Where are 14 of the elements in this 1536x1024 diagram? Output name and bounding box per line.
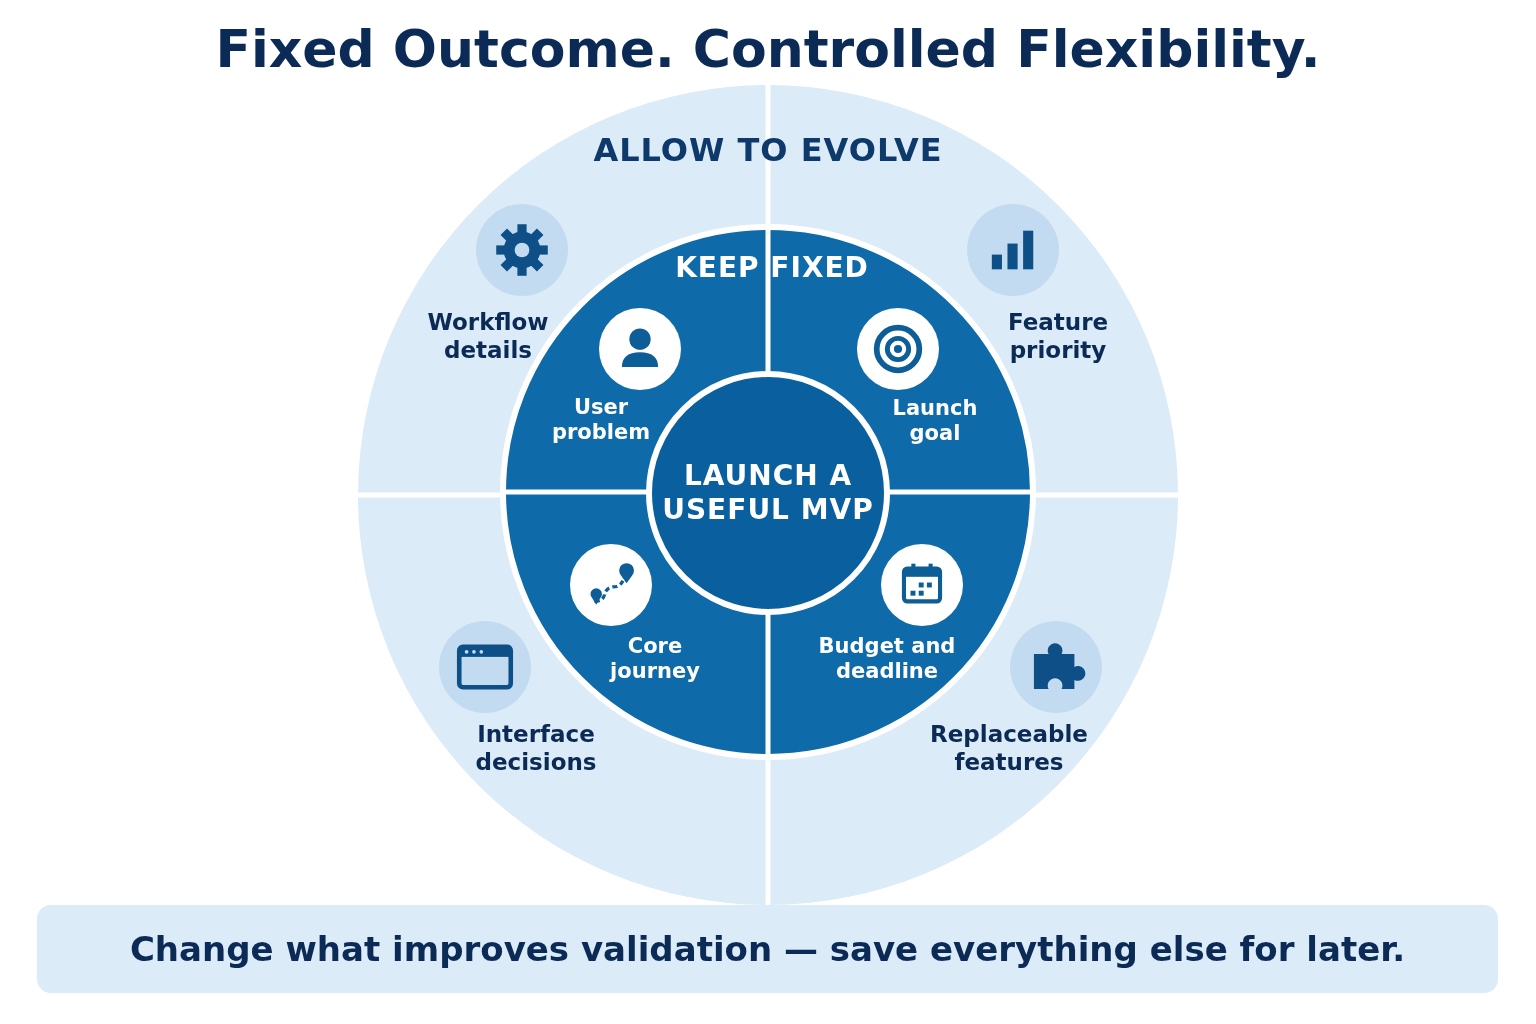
caption-banner: Change what improves validation — save everything else for later. [37, 905, 1498, 993]
item-label: Budget and deadline [817, 633, 957, 685]
item-label: Core journey [608, 633, 701, 685]
center-label: LAUNCH A USEFUL MVP [661, 459, 875, 527]
item-label: Interface decisions [474, 721, 598, 777]
ring-heading: KEEP FIXED [674, 251, 870, 285]
item-label: Feature priority [1006, 309, 1110, 365]
item-label: Replaceable features [929, 721, 1089, 777]
title: Fixed Outcome. Controlled Flexibility. [214, 18, 1322, 81]
item-label: User problem [550, 394, 652, 446]
item-label: Launch goal [891, 395, 979, 447]
outer-ring [358, 85, 1178, 905]
ring-heading: ALLOW TO EVOLVE [592, 130, 944, 170]
item-label: Workflow details [426, 309, 550, 365]
